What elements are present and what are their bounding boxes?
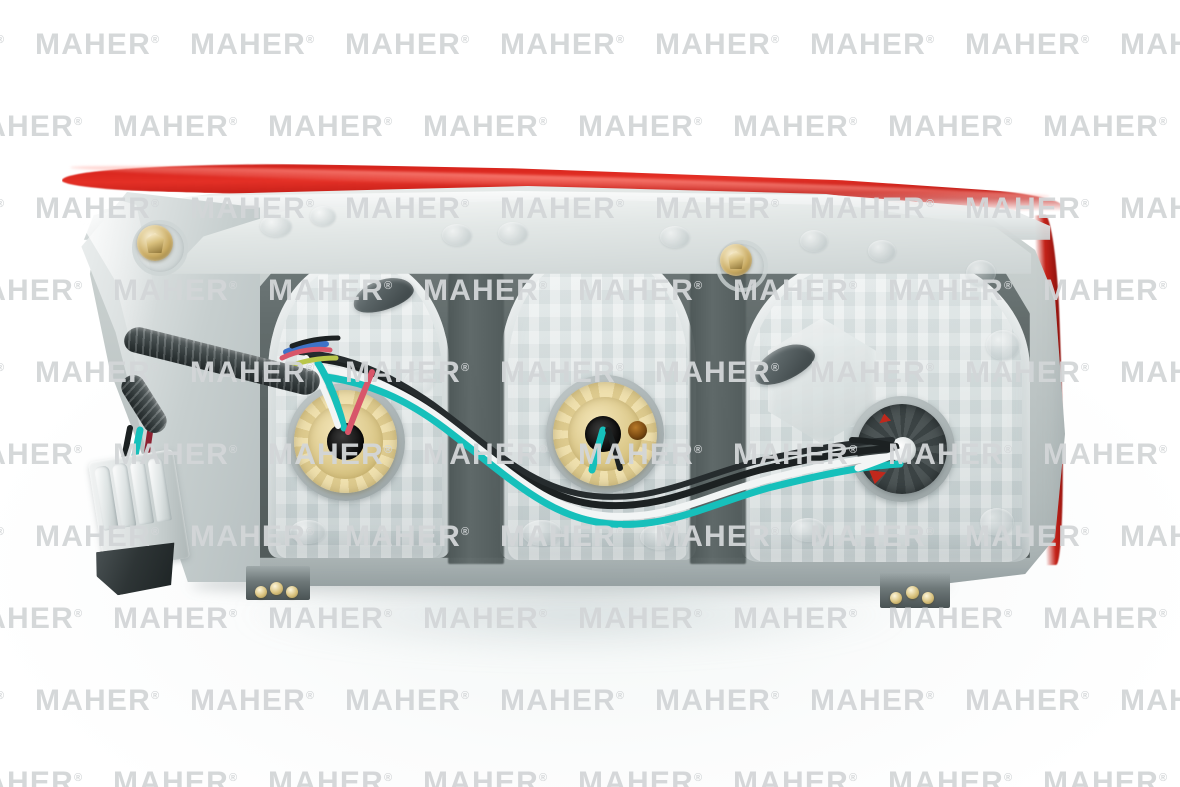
- wire-teal-to-center-socket: [588, 426, 607, 474]
- wire-teal-to-left-socket: [314, 359, 348, 432]
- mounting-stud-ring-left: [132, 220, 188, 276]
- housing-boss: [498, 222, 528, 244]
- housing-boss: [790, 518, 826, 542]
- housing-top-band: [167, 199, 1032, 274]
- housing-boss: [290, 520, 326, 544]
- housing-boss: [522, 520, 562, 546]
- wire-white-to-left-socket: [303, 355, 341, 429]
- wire-pink-tail: [279, 346, 333, 361]
- housing-boss: [966, 260, 996, 286]
- wire-blue-tail: [283, 341, 329, 355]
- mounting-stud-center: [720, 244, 752, 276]
- wire-white: [314, 364, 902, 520]
- housing-boss: [800, 230, 828, 252]
- bulb-socket-center-hole-secondary: [628, 421, 647, 440]
- mounting-foot-contact: [270, 582, 283, 595]
- housing-boss: [980, 508, 1014, 536]
- wire-white-to-right-socket: [854, 448, 904, 472]
- mounting-foot-contact: [922, 592, 934, 604]
- wire-black-secondary: [297, 349, 895, 500]
- wire-teal: [322, 373, 904, 528]
- wire-black-to-center-socket: [605, 427, 623, 471]
- mounting-stud-ring-center: [716, 240, 768, 292]
- mounting-foot-contact: [286, 586, 298, 598]
- mounting-stud-left: [137, 225, 173, 261]
- housing-boss: [660, 226, 690, 248]
- housing-boss: [986, 330, 1020, 360]
- wire-black-tail: [289, 335, 341, 349]
- housing-boss: [868, 240, 896, 262]
- wire-pink-to-left-socket: [345, 369, 375, 435]
- wire-black-to-right-socket: [849, 437, 899, 449]
- housing-boss: [260, 215, 292, 237]
- mounting-foot-contact: [890, 592, 902, 604]
- chamber-divider-left: [448, 246, 504, 564]
- housing-boss: [310, 206, 336, 226]
- housing-boss: [640, 524, 680, 550]
- mounting-foot-contact: [906, 586, 919, 599]
- mounting-foot-contact: [255, 586, 267, 598]
- housing-boss: [442, 224, 472, 246]
